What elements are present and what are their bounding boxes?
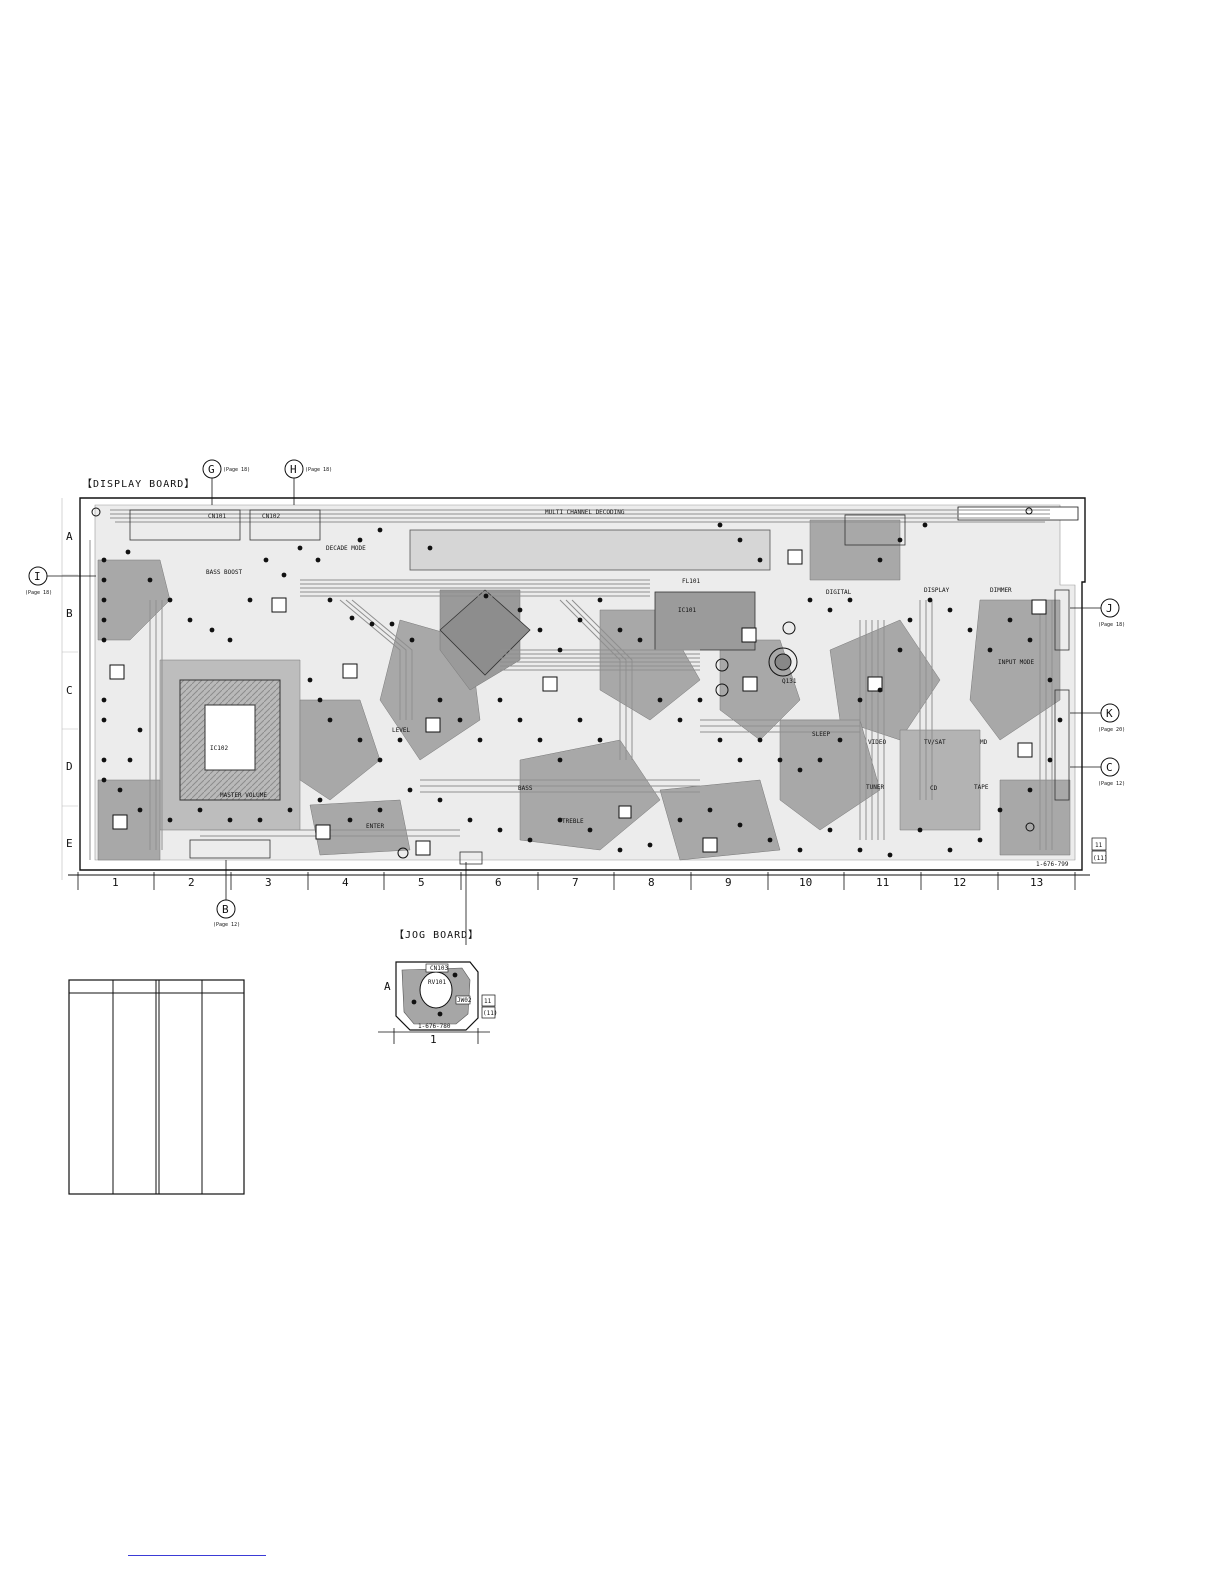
jog-col-label-1: 1: [430, 1033, 437, 1046]
label-treble: TREBLE: [562, 818, 584, 825]
connector-b-letter: B: [222, 903, 229, 916]
jog-version-mark-11-paren: (11): [483, 1010, 497, 1017]
label-tuner: TUNER: [866, 784, 884, 791]
label-cn102: CN102: [262, 513, 280, 520]
connector-k-letter: K: [1106, 707, 1113, 720]
col-label-4: 4: [342, 876, 349, 889]
connector-ref-k: K (Page 20): [1070, 703, 1125, 733]
connector-ref-g: G (Page 18): [202, 459, 250, 505]
jog-board-title: 【JOG BOARD】: [394, 929, 479, 941]
label-tape: TAPE: [974, 784, 989, 791]
solder-pads: [101, 522, 1063, 858]
jog-version-mark-11: 11: [484, 998, 492, 1005]
col-label-5: 5: [418, 876, 425, 889]
label-ic102: IC102: [210, 745, 228, 752]
label-tv-sat: TV/SAT: [924, 739, 946, 746]
label-md: MD: [980, 739, 988, 746]
jog-label-rv101: RV101: [428, 979, 446, 986]
label-decade-mode: DECADE MODE: [326, 545, 366, 552]
row-label-d: D: [66, 760, 73, 773]
jog-row-label-a: A: [384, 980, 391, 993]
connector-g-page: (Page 18): [223, 467, 250, 473]
label-multi-channel: MULTI CHANNEL DECODING: [545, 509, 625, 516]
col-label-7: 7: [572, 876, 579, 889]
connector-j-page: (Page 18): [1098, 622, 1125, 628]
connector-h-letter: H: [290, 463, 297, 476]
jog-board: CN103 RV101 JW02 1-676-780: [395, 961, 479, 1031]
footer-link-underline[interactable]: [128, 1555, 266, 1556]
jog-version-marks: 11 (11): [481, 994, 497, 1019]
label-display: DISPLAY: [924, 587, 950, 594]
component-labels: MULTI CHANNEL DECODING MASTER VOLUME BAS…: [206, 509, 1035, 830]
label-digital: DIGITAL: [826, 589, 852, 596]
connector-ref-i: I (Page 18): [25, 566, 96, 596]
jog-label-cn103: CN103: [430, 965, 448, 972]
connector-h-page: (Page 18): [305, 467, 332, 473]
col-label-8: 8: [648, 876, 655, 889]
display-version-marks: 11 (11): [1091, 837, 1107, 864]
label-dimmer: DIMMER: [990, 587, 1012, 594]
legend-table: [68, 979, 245, 1195]
col-label-13: 13: [1030, 876, 1043, 889]
fl-display-region: [179, 529, 771, 801]
row-label-b: B: [66, 607, 73, 620]
label-cd: CD: [930, 785, 938, 792]
jog-ruler: [378, 1028, 490, 1044]
label-master-volume: MASTER VOLUME: [220, 792, 267, 799]
label-fl101: FL101: [682, 578, 700, 585]
connector-b-page: (Page 12): [213, 922, 240, 928]
label-enter: ENTER: [366, 823, 384, 830]
label-ic101: IC101: [678, 607, 696, 614]
switch-pads: [109, 549, 1047, 856]
label-input-mode: INPUT MODE: [998, 659, 1035, 666]
display-board-number: 1-676-799: [1036, 861, 1069, 868]
label-bass: BASS: [518, 785, 533, 792]
jog-board-number: 1-676-780: [418, 1023, 451, 1030]
connector-ref-b: B (Page 12): [213, 860, 240, 928]
connector-g-letter: G: [208, 463, 215, 476]
version-mark-11: 11: [1095, 842, 1103, 849]
connector-headers: [129, 509, 1070, 865]
connector-i-letter: I: [34, 570, 41, 583]
display-board-title: 【DISPLAY BOARD】: [82, 478, 195, 490]
row-label-e: E: [66, 837, 73, 850]
col-label-10: 10: [799, 876, 812, 889]
col-label-11: 11: [876, 876, 889, 889]
connector-ref-h: H (Page 18): [284, 459, 332, 505]
connector-c-page: (Page 12): [1098, 781, 1125, 787]
row-labels: A B C D E: [61, 498, 78, 880]
column-ruler: 1 2 3 4 5 6 7 8 9 10 11 12 13: [68, 872, 1090, 890]
row-label-c: C: [66, 684, 73, 697]
label-sleep: SLEEP: [812, 731, 830, 738]
label-level: LEVEL: [392, 727, 410, 734]
row-label-a: A: [66, 530, 73, 543]
connector-i-page: (Page 18): [25, 590, 52, 596]
col-label-1: 1: [112, 876, 119, 889]
connector-ref-c: C (Page 12): [1070, 757, 1125, 787]
col-label-3: 3: [265, 876, 272, 889]
col-label-2: 2: [188, 876, 195, 889]
col-label-9: 9: [725, 876, 732, 889]
connector-k-page: (Page 20): [1098, 727, 1125, 733]
jog-label-jw02: JW02: [457, 997, 472, 1004]
connector-ref-j: J (Page 18): [1070, 598, 1125, 628]
version-mark-11-paren: (11): [1093, 855, 1107, 862]
label-video: VIDEO: [868, 739, 886, 746]
round-components: [91, 507, 1035, 859]
connector-c-letter: C: [1106, 761, 1113, 774]
label-bass-boost: BASS BOOST: [206, 569, 243, 576]
col-label-12: 12: [953, 876, 966, 889]
label-q131: Q131: [782, 678, 797, 685]
col-label-6: 6: [495, 876, 502, 889]
connector-j-letter: J: [1106, 602, 1113, 615]
label-cn101: CN101: [208, 513, 226, 520]
